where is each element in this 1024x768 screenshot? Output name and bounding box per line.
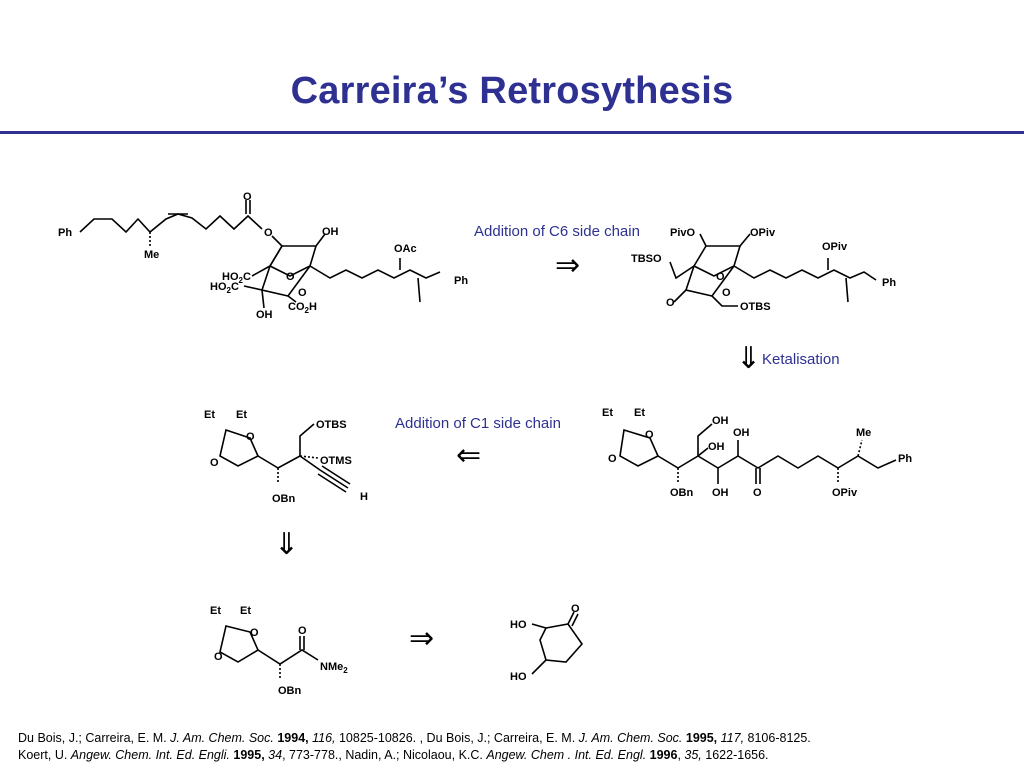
reference-segment: J. Am. Chem. Soc. [578, 731, 683, 745]
atom-et-1: Et [210, 605, 221, 617]
reference-segment: 1622-1656. [701, 748, 769, 762]
atom-ph-left: Ph [58, 227, 72, 239]
retro-arrow-right-1: ⇒ [555, 248, 581, 283]
molecule-amide: Et Et O O O NMe2 OBn [210, 605, 348, 697]
title-underline [0, 131, 1024, 134]
atom-o-ester: O [264, 227, 273, 239]
molecule-alkyne: Et Et O O OTBS OTMS OBn H [204, 409, 368, 505]
atom-co2h: CO2H [288, 301, 317, 315]
atom-ph-right: Ph [454, 275, 468, 287]
label-ketalisation: Ketalisation [762, 351, 840, 368]
atom-otbs: OTBS [740, 301, 771, 313]
atom-o-carbonyl: O [298, 625, 307, 637]
atom-otbs: OTBS [316, 419, 347, 431]
atom-ho-1: HO [510, 619, 527, 631]
reference-segment: 34 [264, 748, 283, 762]
atom-o-ketone: O [666, 297, 675, 309]
reference-segment: Du Bois, J.; Carreira, E. M. [18, 731, 171, 745]
molecule-cyclopentanone-diol: O HO HO [510, 603, 584, 683]
references: Du Bois, J.; Carreira, E. M. J. Am. Chem… [18, 730, 1008, 764]
label-addition-c6: Addition of C6 side chain [474, 223, 640, 240]
atom-opiv: OPiv [832, 487, 858, 499]
reference-segment: 116, [308, 731, 336, 745]
label-addition-c1: Addition of C1 side chain [395, 415, 561, 432]
atom-obn: OBn [670, 487, 694, 499]
atom-o-dioxolane-2: O [608, 453, 617, 465]
atom-ho2c-1: HO2C [222, 271, 251, 285]
atom-et-1: Et [602, 407, 613, 419]
atom-ph: Ph [882, 277, 896, 289]
atom-o-ketone: O [753, 487, 762, 499]
atom-o-dioxolane-1: O [250, 627, 259, 639]
retro-arrow-down-1: ⇓ [736, 341, 762, 376]
atom-obn: OBn [272, 493, 296, 505]
atom-oh-top: OH [322, 226, 339, 238]
atom-me: Me [856, 427, 871, 439]
reference-segment: 1995, [229, 748, 265, 762]
atom-obn: OBn [278, 685, 302, 697]
reference-segment: 35, [684, 748, 702, 762]
atom-ho2c-2: HO2C [210, 281, 239, 295]
atom-oh-4: OH [712, 487, 729, 499]
atom-oh-1: OH [712, 415, 729, 427]
atom-o-dioxolane-2: O [214, 651, 223, 663]
retro-arrow-right-2: ⇒ [409, 621, 435, 656]
atom-oh-bottom: OH [256, 309, 273, 321]
atom-o-ring: O [716, 271, 725, 283]
atom-o-dioxolane-1: O [645, 429, 654, 441]
atom-o-dioxolane-2: O [210, 457, 219, 469]
atom-ph: Ph [898, 453, 912, 465]
reference-segment: , [677, 748, 685, 762]
reference-segment: 8106-8125. [744, 731, 811, 745]
slide-title: Carreira’s Retrosythesis [290, 70, 734, 112]
atom-et-2: Et [240, 605, 251, 617]
atom-o-ring-2: O [298, 287, 307, 299]
retro-arrow-left: ⇐ [456, 438, 482, 473]
reference-segment: J. Am. Chem. Soc. [170, 731, 274, 745]
reference-segment: 1994, [273, 731, 309, 745]
atom-oac: OAc [394, 243, 417, 255]
atom-oh-3: OH [733, 427, 750, 439]
atom-oh-2: OH [708, 441, 725, 453]
reference-line-1: Du Bois, J.; Carreira, E. M. J. Am. Chem… [18, 730, 1008, 747]
atom-et-2: Et [236, 409, 247, 421]
reference-line-2: Koert, U. Angew. Chem. Int. Ed. Engli. 1… [18, 747, 1008, 764]
atom-opiv-1: OPiv [750, 227, 776, 239]
reference-segment: 10825-10826. , Du Bois, J.; Carreira, E.… [335, 731, 579, 745]
atom-me: Me [144, 249, 159, 261]
molecule-protected-core: PivO OPiv OPiv TBSO O O O OTBS Ph [631, 227, 896, 313]
atom-o-ring: O [286, 271, 295, 283]
atom-opiv-2: OPiv [822, 241, 848, 253]
atom-o-ketone: O [571, 603, 580, 615]
reference-segment: 1996 [646, 748, 678, 762]
atom-tbso: TBSO [631, 253, 662, 265]
atom-pivo: PivO [670, 227, 696, 239]
molecule-target: Ph Me O O OH OAc O O HO2C HO2C OH CO2H P… [58, 191, 468, 321]
atom-et-1: Et [204, 409, 215, 421]
reference-segment: 117, [717, 731, 745, 745]
reference-segment: , 773-778., Nadin, A.; Nicolaou, K.C. [282, 748, 487, 762]
retro-arrow-down-2: ⇓ [274, 527, 300, 562]
molecule-acyclic-ketone: Et Et O O OH OH OH OBn OH O OPiv Me Ph [602, 407, 912, 499]
atom-o-ring-2: O [722, 287, 731, 299]
retrosynthesis-scheme: Ph Me O O OH OAc O O HO2C HO2C OH CO2H P… [58, 191, 912, 697]
atom-nme2: NMe2 [320, 661, 348, 675]
reference-segment: Angew. Chem. Int. Ed. Engli. [70, 748, 230, 762]
atom-ho-2: HO [510, 671, 527, 683]
atom-o-dioxolane-1: O [246, 431, 255, 443]
atom-o-carbonyl: O [243, 191, 252, 203]
reference-segment: Koert, U. [18, 748, 71, 762]
reference-segment: 1995, [682, 731, 718, 745]
atom-et-2: Et [634, 407, 645, 419]
atom-otms: OTMS [320, 455, 352, 467]
atom-h: H [360, 491, 368, 503]
reference-segment: Angew. Chem . Int. Ed. Engl. [486, 748, 647, 762]
